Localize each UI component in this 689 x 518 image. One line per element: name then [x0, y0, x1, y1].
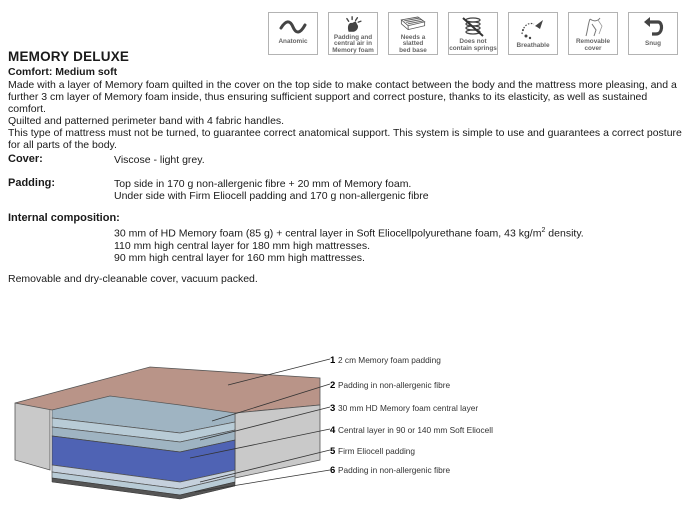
padding-line: Under side with Firm Eliocell padding an…: [114, 190, 429, 202]
feature-icons: Anatomic Padding and central air in Memo…: [268, 12, 678, 55]
cover-value: Viscose - light grey.: [114, 154, 205, 166]
feature-snug: Snug: [628, 12, 678, 55]
feature-label: Needs a slatted bed base: [399, 33, 427, 54]
callout-label: 30 mm HD Memory foam central layer: [338, 403, 478, 413]
padding-air-icon: [346, 16, 362, 32]
description-paragraph: This type of mattress must not be turned…: [8, 127, 682, 151]
padding-value: Top side in 170 g non-allergenic fibre +…: [114, 178, 429, 202]
product-title: MEMORY DELUXE: [8, 49, 130, 64]
callout-label: Padding in non-allergenic fibre: [338, 465, 450, 475]
padding-label: Padding:: [8, 177, 56, 189]
feature-removable-cover: Removable cover: [568, 12, 618, 55]
callout-number: 2: [330, 380, 335, 391]
callout-number: 1: [330, 355, 336, 366]
feature-slatted-base: Needs a slatted bed base: [388, 12, 438, 55]
feature-breathable: Breathable: [508, 12, 558, 55]
snug-icon: [644, 17, 664, 36]
feature-label: Removable cover: [575, 38, 611, 52]
internal-composition-label: Internal composition:: [8, 212, 120, 224]
callout-label: Central layer in 90 or 140 mm Soft Elioc…: [338, 425, 493, 435]
internal-line: 30 mm of HD Memory foam (85 g) + central…: [114, 227, 584, 240]
feature-label: Anatomic: [278, 38, 308, 45]
cover-care-note: Removable and dry-cleanable cover, vacuu…: [8, 273, 258, 285]
feature-label: Snug: [645, 40, 661, 47]
description-paragraph: Quilted and patterned perimeter band wit…: [8, 115, 285, 127]
breathable-icon: [521, 20, 543, 40]
internal-composition-value: 30 mm of HD Memory foam (85 g) + central…: [114, 225, 584, 264]
callout-label: Padding in non-allergenic fibre: [338, 380, 450, 390]
product-description: Made with a layer of Memory foam quilted…: [8, 79, 684, 151]
callout-label: 2 cm Memory foam padding: [338, 355, 441, 365]
padding-line: Top side in 170 g non-allergenic fibre +…: [114, 178, 412, 190]
removable-cover-icon: [585, 17, 603, 37]
internal-line: 90 mm high central layer for 160 mm high…: [114, 251, 365, 264]
feature-padding-air: Padding and central air in Memory foam: [328, 12, 378, 55]
anatomic-icon: [279, 20, 307, 34]
mattress-left-side: [14, 402, 51, 471]
feature-label: Does not contain springs: [449, 38, 497, 52]
feature-no-springs: Does not contain springs: [448, 12, 498, 55]
callout-number: 3: [330, 403, 335, 414]
callout-number: 6: [330, 465, 335, 476]
cover-label: Cover:: [8, 153, 43, 165]
comfort-level: Comfort: Medium soft: [8, 66, 118, 78]
internal-line: 110 mm high central layer for 180 mm hig…: [114, 239, 370, 252]
no-springs-icon: [462, 17, 484, 37]
callout-number: 4: [330, 425, 336, 436]
feature-anatomic: Anatomic: [268, 12, 318, 55]
callout-number: 5: [330, 446, 336, 457]
feature-label: Padding and central air in Memory foam: [332, 33, 374, 54]
mattress-right-side: [234, 404, 321, 479]
mattress-cross-section-diagram: 1 2 cm Memory foam padding 2 Padding in …: [14, 355, 493, 500]
description-paragraph: Made with a layer of Memory foam quilted…: [8, 79, 677, 115]
feature-label: Breathable: [516, 42, 550, 49]
callout-label: Firm Eliocell padding: [338, 446, 415, 456]
slatted-base-icon: [400, 16, 426, 31]
